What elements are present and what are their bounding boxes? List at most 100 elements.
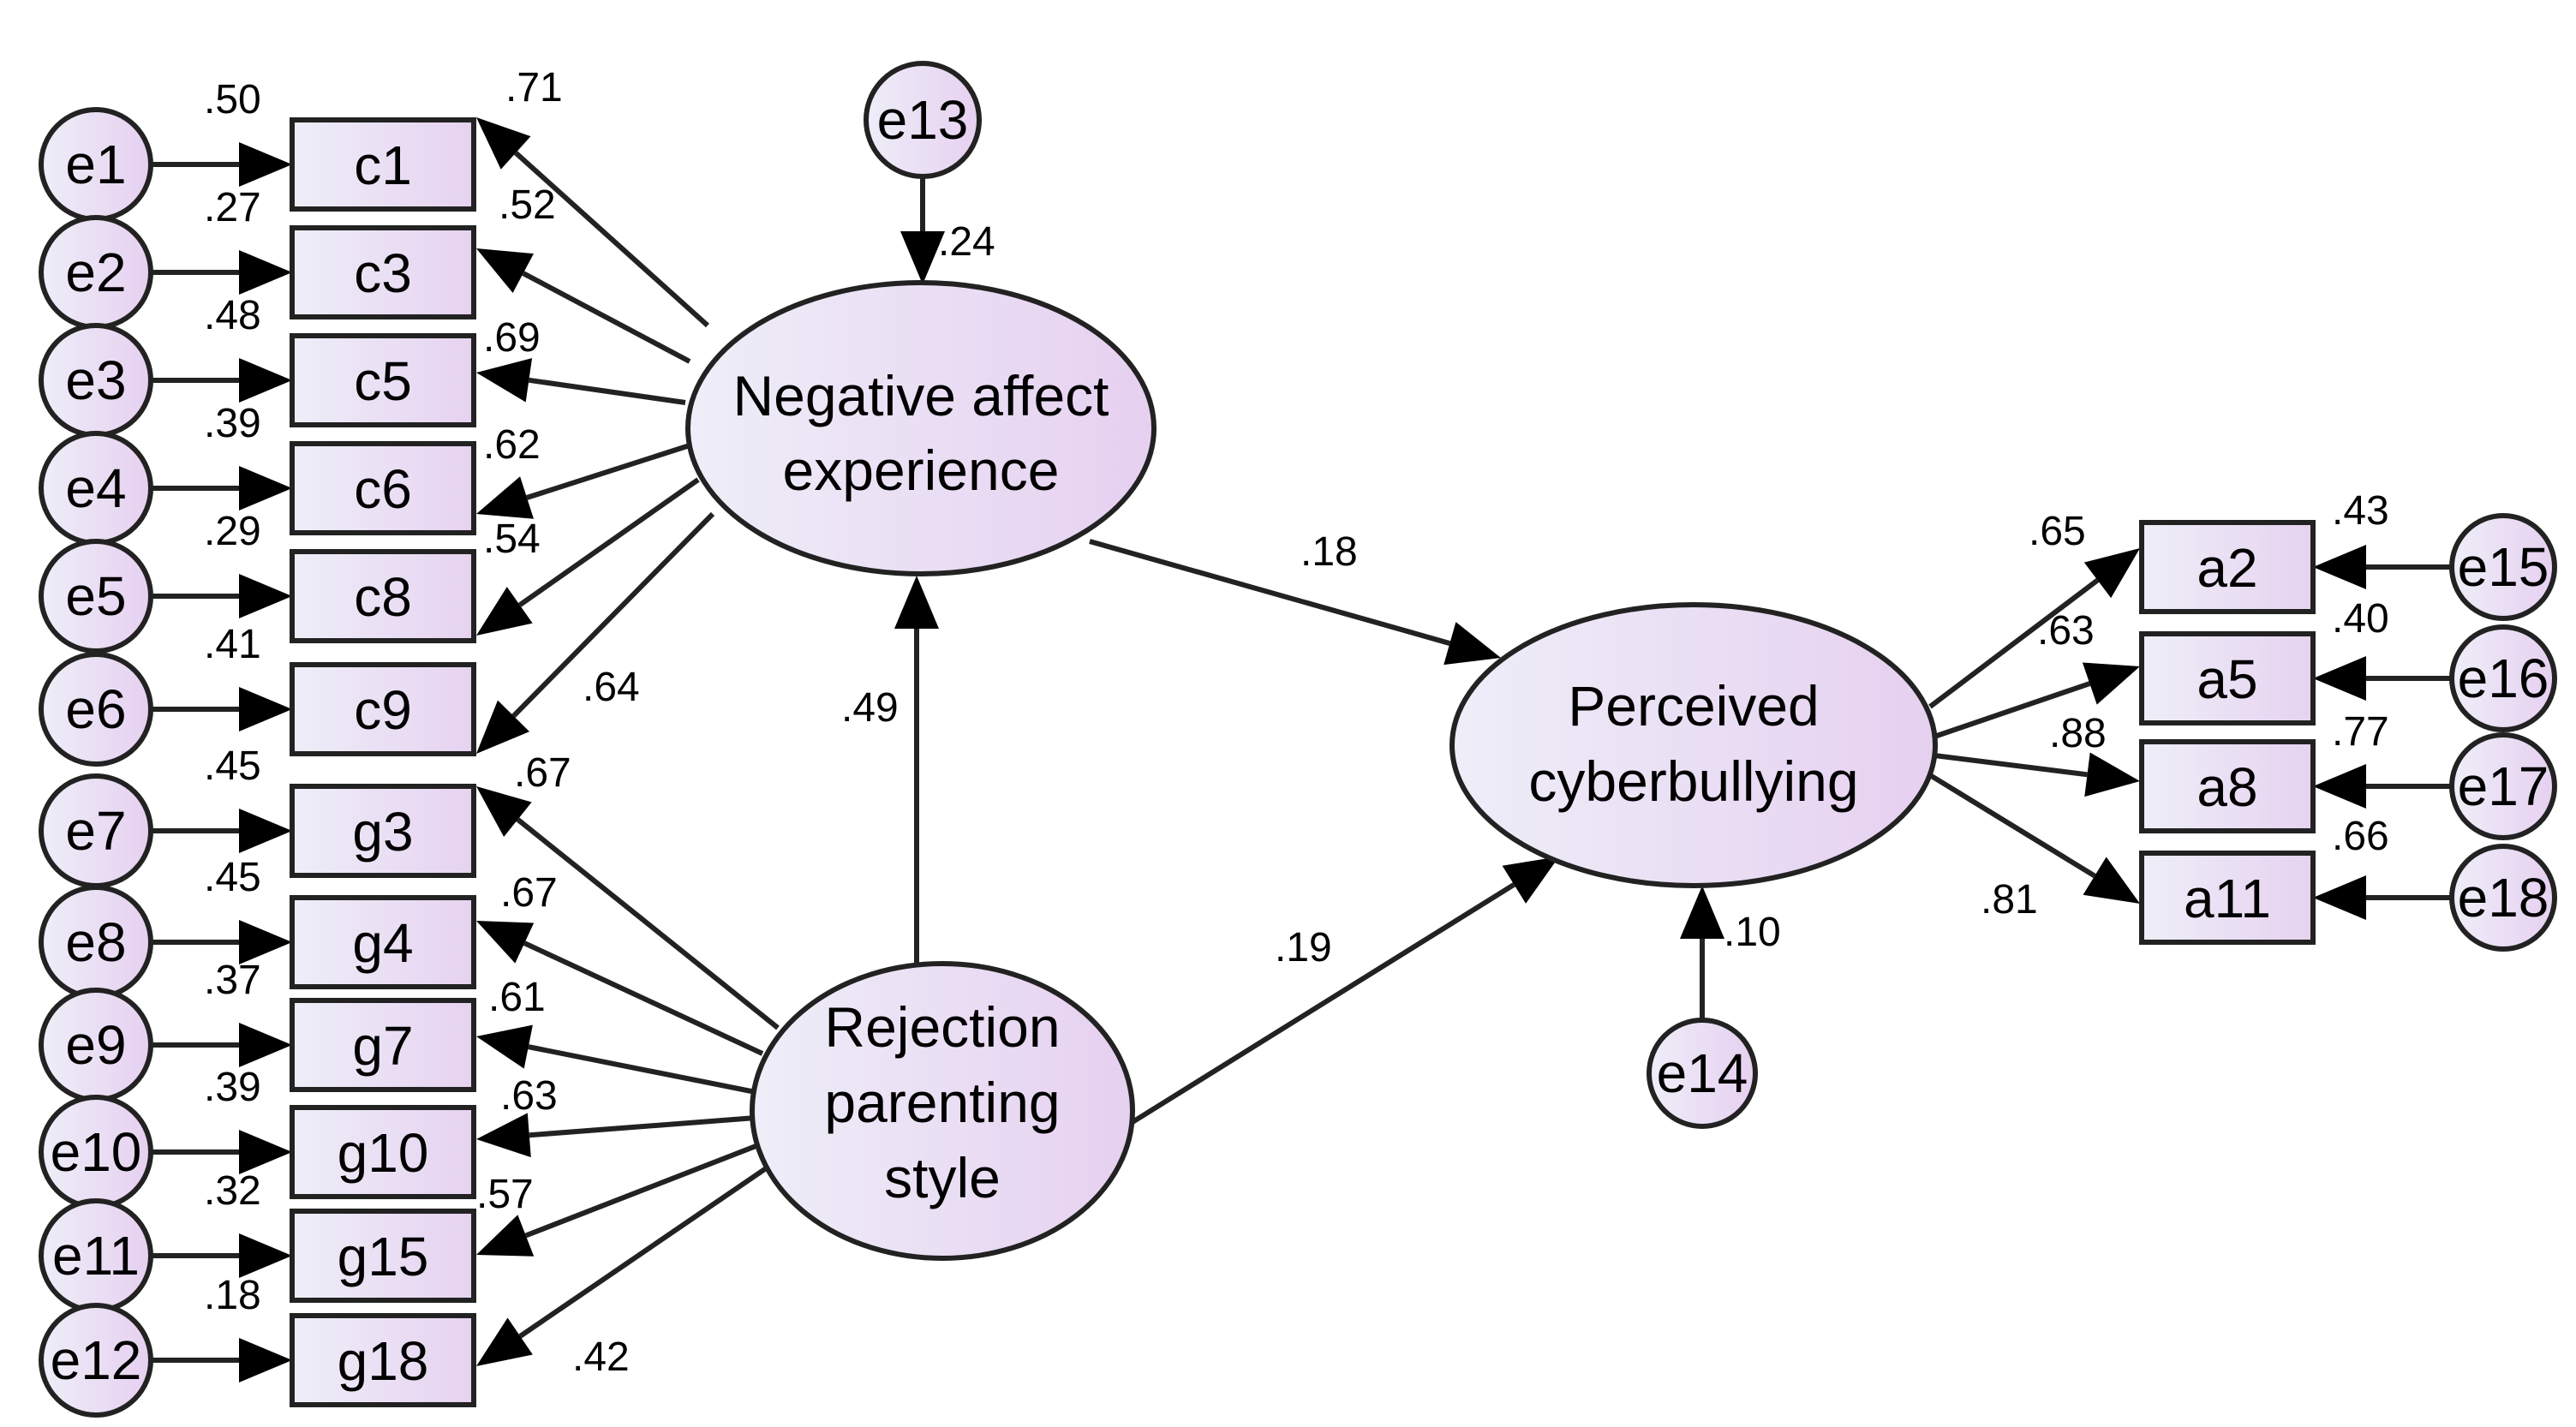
indicator-name: a5	[2196, 648, 2257, 710]
error-to-indicator-arrow	[151, 1023, 292, 1067]
loading-label: .42	[572, 1334, 630, 1380]
loading-label: .61	[488, 975, 546, 1020]
loading-arrow	[476, 248, 691, 364]
loading-label: .64	[583, 665, 640, 710]
error-term-circle: e14	[1647, 1018, 1758, 1129]
indicator-name: c8	[354, 566, 412, 628]
loading-arrow	[476, 1162, 773, 1366]
r-squared-label: .24	[938, 219, 995, 265]
error-term-name: e9	[65, 1014, 126, 1076]
loading-arrow	[1928, 773, 2140, 904]
loading-arrow	[476, 786, 780, 1030]
indicator-name: c1	[354, 134, 412, 196]
path-arrows	[151, 117, 2452, 1382]
error-to-indicator-arrow	[151, 1233, 292, 1278]
loading-arrow	[1933, 662, 2140, 739]
error-term-circle: e15	[2449, 513, 2557, 621]
coefficient-labels: .50.71.27.52.48.69.39.62.29.54.41.64.45.…	[204, 65, 2389, 1380]
observed-indicator-box: g18	[290, 1313, 476, 1407]
path-coefficient-label: .18	[1300, 529, 1358, 575]
indicator-name: g4	[352, 912, 413, 974]
r-squared-label: .40	[2332, 596, 2389, 642]
error-term-name: e12	[51, 1329, 142, 1391]
error-term-name: e13	[877, 89, 969, 151]
error-term-name: e18	[2458, 867, 2549, 928]
indicator-name: c9	[354, 679, 412, 741]
error-to-indicator-arrow	[151, 687, 292, 731]
latent-label-line: cyberbullying	[1528, 749, 1858, 813]
error-term-name: e8	[65, 911, 126, 973]
loading-label: .67	[514, 750, 571, 796]
error-term-circle: e11	[39, 1198, 153, 1313]
latent-label-line: experience	[783, 439, 1060, 502]
error-term-name: e7	[65, 800, 126, 862]
loading-arrow	[476, 1141, 764, 1257]
error-term-name: e15	[2458, 536, 2549, 598]
error-term-circle: e2	[39, 215, 153, 330]
indicator-name: g3	[352, 801, 413, 863]
latent-label-line: Negative affect	[732, 364, 1109, 427]
loading-arrow	[1933, 752, 2140, 797]
structural-arrow-nae-to-pc	[1089, 539, 1501, 666]
error-to-indicator-arrow	[151, 142, 292, 187]
error-term-name: e6	[65, 678, 126, 740]
error-to-indicator-arrow	[2313, 875, 2452, 920]
error-term-circle: e8	[39, 885, 153, 1000]
observed-indicator-box: c5	[290, 333, 476, 427]
latent-rejection-parenting-style: Rejection parenting style	[750, 961, 1135, 1261]
latent-label-line: style	[884, 1146, 1001, 1209]
loading-arrow	[476, 1024, 756, 1095]
error-term-circle: e4	[39, 431, 153, 546]
loading-label: .63	[500, 1073, 558, 1119]
observed-indicator-box: c9	[290, 662, 476, 756]
r-squared-label: .66	[2332, 814, 2389, 859]
latent-label-line: Perceived	[1568, 674, 1820, 737]
r-squared-label: .41	[204, 622, 261, 667]
r-squared-label: .10	[1724, 910, 1781, 955]
loading-arrow	[476, 921, 764, 1056]
indicator-name: a2	[2196, 537, 2257, 599]
loading-label: .81	[1981, 877, 2038, 922]
indicator-name: c5	[354, 350, 412, 412]
observed-indicator-box: a2	[2139, 520, 2316, 614]
loading-label: .63	[2037, 608, 2095, 654]
r-squared-label: .39	[204, 401, 261, 446]
error-term-name: e10	[51, 1121, 142, 1183]
r-squared-label: .29	[204, 509, 261, 554]
indicator-name: c3	[354, 242, 412, 304]
error-to-indicator-arrow	[151, 1338, 292, 1382]
r-squared-label: .27	[204, 185, 261, 230]
latent-perceived-cyberbullying: Perceived cyberbullying	[1449, 602, 1938, 888]
loading-label: .52	[499, 182, 556, 228]
r-squared-label: .18	[204, 1273, 261, 1318]
observed-indicator-box: a8	[2139, 739, 2316, 833]
loading-arrow	[476, 1113, 756, 1158]
error-term-circle: e6	[39, 652, 153, 767]
error-term-name: e1	[65, 134, 126, 195]
error-to-indicator-arrow	[2313, 764, 2452, 809]
error-term-name: e17	[2458, 755, 2549, 817]
observed-indicator-box: g7	[290, 998, 476, 1092]
indicator-name: c6	[354, 458, 412, 520]
r-squared-label: .39	[204, 1065, 261, 1110]
latent-label-line: parenting	[824, 1071, 1060, 1134]
error-term-circle: e13	[864, 61, 982, 179]
observed-indicator-box: g3	[290, 784, 476, 878]
error-term-circle: e16	[2449, 624, 2557, 732]
observed-indicator-box: g4	[290, 895, 476, 989]
observed-indicator-box: g15	[290, 1209, 476, 1303]
loading-arrow	[476, 511, 715, 754]
error-term-circle: e17	[2449, 732, 2557, 840]
error-term-circle: e3	[39, 323, 153, 438]
error-term-name: e11	[52, 1225, 140, 1287]
observed-indicator-box: g10	[290, 1105, 476, 1199]
loading-label: .54	[483, 516, 541, 562]
loading-arrow	[476, 117, 710, 328]
error-term-circle: e7	[39, 773, 153, 888]
error-term-name: e2	[65, 242, 126, 303]
error-term-circle: e5	[39, 539, 153, 654]
path-coefficient-label: .19	[1275, 925, 1332, 970]
structural-arrow-rps-to-nae	[894, 576, 939, 964]
latent-negative-affect-experience: Negative affect experience	[685, 280, 1157, 576]
